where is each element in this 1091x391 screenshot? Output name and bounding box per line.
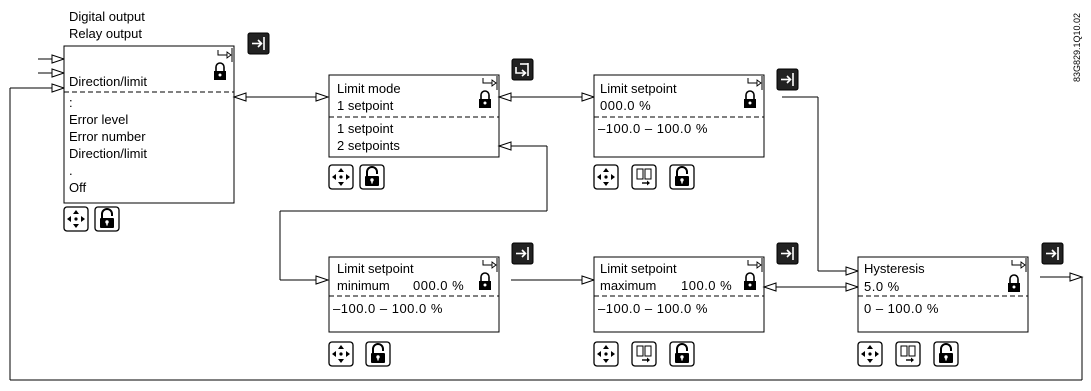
relay-output-label: Relay output bbox=[69, 26, 142, 41]
copy-digits-icon[interactable] bbox=[631, 341, 657, 367]
digital-output-label: Digital output bbox=[69, 9, 145, 24]
unlock-key-icon[interactable] bbox=[359, 164, 385, 190]
document-id: 83G829.1Q10.02 bbox=[1072, 13, 1082, 82]
limit-min-value: 000.0 % bbox=[413, 278, 464, 293]
hysteresis-range: 0 – 100.0 % bbox=[864, 301, 939, 316]
navigate-keys-icon[interactable] bbox=[593, 341, 619, 367]
navigate-keys-icon[interactable] bbox=[593, 164, 619, 190]
unlock-key-icon[interactable] bbox=[365, 341, 391, 367]
unlock-key-icon[interactable] bbox=[669, 164, 695, 190]
limit-setpoint-title: Limit setpoint bbox=[600, 81, 677, 96]
enter-button[interactable] bbox=[511, 58, 534, 81]
menu-option: Direction/limit bbox=[69, 146, 147, 161]
limit-min-range: –100.0 – 100.0 % bbox=[333, 301, 443, 316]
limit-setpoint-value: 000.0 % bbox=[600, 98, 651, 113]
limit-mode-option: 1 setpoint bbox=[337, 121, 394, 136]
menu-option: . bbox=[69, 163, 73, 178]
limit-mode-title: Limit mode bbox=[337, 81, 401, 96]
menu-title: Direction/limit bbox=[69, 74, 147, 89]
menu-option: Error level bbox=[69, 112, 128, 127]
limit-min-title: Limit setpoint bbox=[337, 261, 414, 276]
unlock-key-icon[interactable] bbox=[669, 341, 695, 367]
navigate-keys-icon[interactable] bbox=[857, 341, 883, 367]
menu-option: : bbox=[69, 95, 73, 110]
hysteresis-box: Hysteresis 5.0 % 0 – 100.0 % bbox=[857, 256, 1029, 333]
menu-option: Error number bbox=[69, 129, 146, 144]
enter-button[interactable] bbox=[511, 242, 534, 265]
menu-option: Off bbox=[69, 180, 86, 195]
navigate-keys-icon[interactable] bbox=[328, 341, 354, 367]
hysteresis-value: 5.0 % bbox=[864, 279, 900, 294]
enter-button[interactable] bbox=[776, 242, 799, 265]
unlock-key-icon[interactable] bbox=[933, 341, 959, 367]
limit-mode-value: 1 setpoint bbox=[337, 98, 394, 113]
limit-max-title: Limit setpoint bbox=[600, 261, 677, 276]
navigate-keys-icon[interactable] bbox=[63, 206, 89, 232]
limit-mode-box: Limit mode 1 setpoint 1 setpoint 2 setpo… bbox=[328, 74, 500, 158]
enter-button[interactable] bbox=[247, 32, 270, 55]
unlock-key-icon[interactable] bbox=[94, 206, 120, 232]
limit-max-subtitle: maximum bbox=[600, 278, 656, 293]
enter-button[interactable] bbox=[776, 68, 799, 91]
copy-digits-icon[interactable] bbox=[895, 341, 921, 367]
enter-button[interactable] bbox=[1041, 242, 1064, 265]
limit-min-subtitle: minimum bbox=[337, 278, 390, 293]
limit-setpoint-range: –100.0 – 100.0 % bbox=[598, 121, 708, 136]
hysteresis-title: Hysteresis bbox=[864, 261, 925, 276]
limit-setpoint-maximum-box: Limit setpoint maximum 100.0 % –100.0 – … bbox=[593, 256, 765, 333]
direction-limit-menu-box: Direction/limit : Error level Error numb… bbox=[63, 45, 235, 204]
copy-digits-icon[interactable] bbox=[631, 164, 657, 190]
navigate-keys-icon[interactable] bbox=[328, 164, 354, 190]
limit-mode-option: 2 setpoints bbox=[337, 138, 400, 153]
limit-setpoint-minimum-box: Limit setpoint minimum 000.0 % –100.0 – … bbox=[328, 256, 500, 333]
limit-max-range: –100.0 – 100.0 % bbox=[598, 301, 708, 316]
limit-setpoint-box: Limit setpoint 000.0 % –100.0 – 100.0 % bbox=[593, 74, 765, 158]
limit-max-value: 100.0 % bbox=[681, 278, 732, 293]
